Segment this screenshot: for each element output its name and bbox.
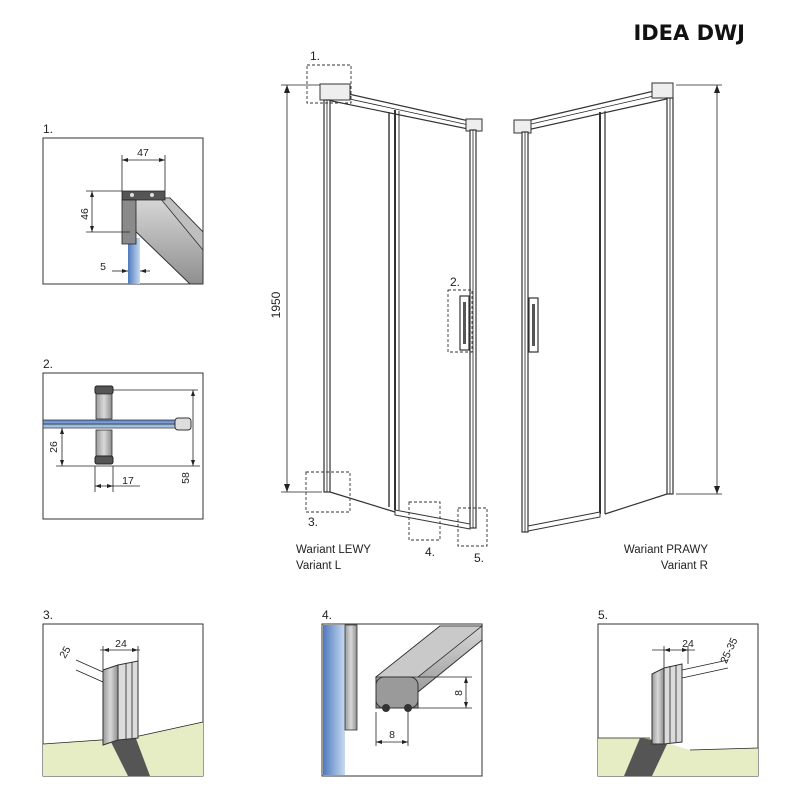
detail-2-handle: 26 17 58	[42, 372, 204, 520]
detail-2-height-small: 26	[48, 441, 60, 453]
callout-box-4	[408, 501, 441, 541]
callout-3-label: 3.	[308, 515, 318, 529]
variant-right-label-en: Variant R	[661, 560, 708, 572]
detail-1-height: 46	[79, 208, 91, 220]
left-variant-drawing: 1950 1. 2. 3. 4. 5.	[269, 49, 488, 565]
callout-1-label: 1.	[310, 49, 320, 63]
detail-4-label: 4.	[322, 608, 332, 622]
detail-4-width: 8	[389, 729, 395, 741]
product-title: IDEA DWJ	[633, 21, 745, 45]
detail-2-height-total: 58	[180, 472, 192, 484]
detail-1-top-corner: 47 46 5	[42, 137, 204, 285]
callout-box-3	[305, 471, 351, 513]
callout-5-label: 5.	[474, 551, 484, 565]
detail-2-label: 2.	[43, 357, 53, 371]
right-variant-drawing	[513, 82, 722, 533]
height-label: 1950	[269, 291, 283, 318]
detail-5-width: 24	[682, 638, 694, 650]
callout-box-5	[457, 507, 488, 547]
variant-right-label: Wariant PRAWY	[624, 544, 708, 556]
detail-5-end-profile: 24 25-35	[597, 623, 759, 777]
detail-2-width: 17	[122, 475, 134, 487]
variant-left-label: Wariant LEWY	[296, 544, 371, 556]
detail-5-range: 25-35	[718, 636, 740, 666]
callout-box-1	[306, 64, 352, 104]
callout-2-label: 2.	[450, 275, 460, 289]
callout-box-2	[447, 289, 473, 353]
detail-3-wall-profile: 25 24	[42, 623, 204, 777]
detail-5-label: 5.	[598, 608, 608, 622]
detail-1-gap: 5	[100, 261, 106, 273]
detail-4-bottom-seal: 8 8	[321, 623, 484, 777]
variant-left-label-en: Variant L	[296, 560, 342, 572]
detail-1-label: 1.	[43, 122, 53, 136]
detail-1-width: 47	[137, 147, 149, 159]
detail-3-dim-b: 24	[115, 638, 127, 650]
callout-4-label: 4.	[425, 545, 435, 559]
detail-4-height: 8	[453, 690, 465, 696]
detail-3-dim-a: 25	[57, 644, 73, 660]
detail-3-label: 3.	[43, 608, 53, 622]
